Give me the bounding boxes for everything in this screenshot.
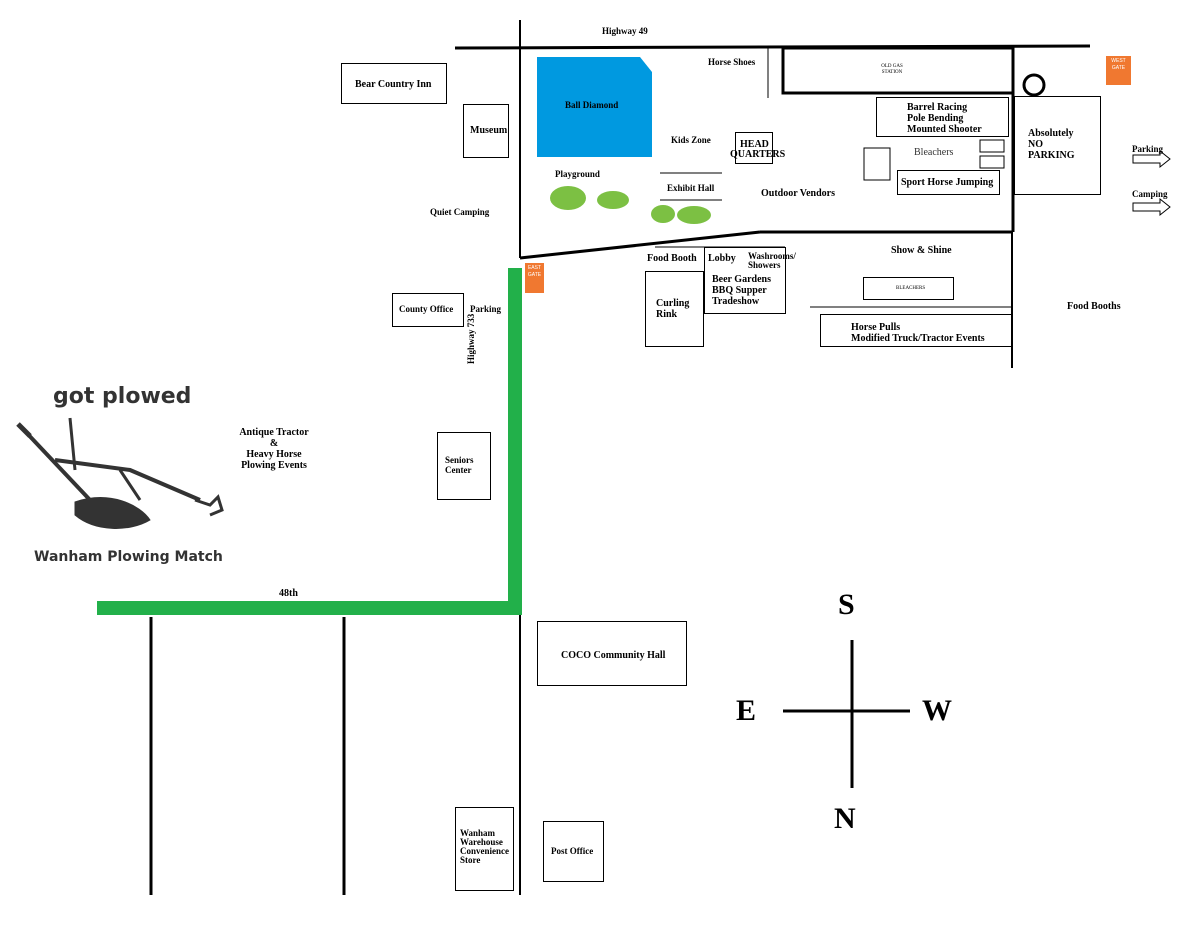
wanham-warehouse-box: Wanham Warehouse Convenience Store [455,807,514,891]
compass-top-letter: S [838,588,855,621]
old-gas-station-label: OLD GAS STATION [881,64,903,75]
county-office-box: County Office [392,293,464,327]
compass-right-letter: W [922,694,952,727]
compass-bottom-letter: N [834,802,856,835]
bleachers-small-label: BLEACHERS [896,286,926,291]
camping-arrow-icon [1132,197,1171,217]
east-gate: EAST GATE [525,263,544,293]
center-label: Center [445,465,472,475]
bleachers-box: BLEACHERS [863,277,954,300]
lobby-box: Lobby Washrooms/ Showers Beer Gardens BB… [704,247,796,314]
bleacher-stand-box [863,147,891,181]
warehouse-line-4: Store [460,855,481,865]
museum-box: Museum [463,104,509,158]
compass-left-letter: E [736,694,757,727]
coco-hall-label: COCO Community Hall [561,650,666,661]
camping-arrow-label: Camping [1132,189,1168,199]
modified-truck-label: Modified Truck/Tractor Events [851,333,985,344]
antique-tractor-line-1: Antique Tractor [239,427,309,438]
fairground-diagonal-road [519,230,761,260]
no-parking-line-2: NO [1028,139,1043,150]
plow-icon [16,417,224,529]
horse-pulls-label: Horse Pulls [851,322,901,333]
logo-title: got plowed [53,384,192,409]
warehouse-line-3: Convenience [460,846,509,856]
coco-hall-box: COCO Community Hall [537,621,687,686]
highway-49-road [454,44,1091,50]
tree-3 [651,205,675,223]
warehouse-line-1: Wanham [460,828,496,838]
pole-bending-label: Pole Bending [907,113,964,124]
logo-subtitle: Wanham Plowing Match [34,549,223,565]
no-parking-line-1: Absolutely [1028,128,1074,139]
highway-733-label: Highway 733 [466,313,476,364]
headquarters-line-2: QUARTERS [730,149,786,160]
headquarters-line-1: HEAD [740,139,769,150]
ball-diamond-shape [537,57,652,157]
ball-diamond-label: Ball Diamond [565,100,619,110]
rink-label: Rink [656,309,678,320]
barrel-racing-box: Barrel Racing Pole Bending Mounted Shoot… [876,97,1009,137]
curling-label: Curling [656,298,690,309]
curling-rink-box: Curling Rink [645,271,704,347]
antique-tractor-block: Antique Tractor & Heavy Horse Plowing Ev… [230,427,318,471]
small-box-1 [979,139,1005,153]
sport-horse-jumping-box: Sport Horse Jumping [897,170,1000,195]
tradeshow-label: Tradeshow [712,296,760,307]
parking-label: Parking [470,304,502,314]
green-route [97,268,522,615]
food-booths-label: Food Booths [1067,301,1121,312]
no-parking-box: Absolutely NO PARKING [1014,96,1101,195]
circle-marker [1022,73,1046,97]
headquarters-box: HEAD QUARTERS [730,132,785,164]
parking-arrow-icon [1132,149,1171,169]
small-box-2 [979,155,1005,169]
outdoor-vendors-label: Outdoor Vendors [761,188,836,199]
no-parking-line-3: PARKING [1028,150,1075,161]
food-booth-label: Food Booth [647,253,697,264]
bbq-supper-label: BBQ Supper [712,285,767,296]
sport-horse-jumping-label: Sport Horse Jumping [901,177,994,188]
museum-label: Museum [470,125,508,136]
playground-label: Playground [555,169,600,179]
washrooms-label: Washrooms/ [748,251,796,261]
warehouse-line-2: Warehouse [460,837,503,847]
kids-zone-label: Kids Zone [671,135,711,145]
street-48th-label: 48th [279,588,298,599]
seniors-label: Seniors [445,455,474,465]
highway-49-label: Highway 49 [602,26,648,36]
show-shine-label: Show & Shine [891,245,952,256]
barrel-racing-label: Barrel Racing [907,102,968,113]
antique-tractor-line-4: Plowing Events [241,460,307,471]
tree-4 [677,206,711,224]
parking-arrow-label: Parking [1132,144,1164,154]
horse-shoes-label: Horse Shoes [708,57,756,67]
bleachers-label: Bleachers [914,147,954,158]
old-gas-station-block [781,46,1015,95]
seniors-center-box: Seniors Center [437,432,491,500]
lobby-label: Lobby [708,253,736,264]
bear-country-inn-label: Bear Country Inn [355,79,432,90]
exhibit-hall-label: Exhibit Hall [667,183,715,193]
beer-gardens-label: Beer Gardens [712,274,771,285]
tree-1 [550,186,586,210]
horse-pulls-box: Horse Pulls Modified Truck/Tractor Event… [820,314,1012,347]
showers-label: Showers [748,260,781,270]
antique-tractor-line-3: Heavy Horse [246,449,302,460]
antique-tractor-line-2: & [269,438,279,449]
post-office-label: Post Office [551,846,594,856]
county-office-label: County Office [399,304,454,314]
bear-country-inn-box: Bear Country Inn [341,63,447,104]
post-office-box: Post Office [543,821,604,882]
tree-2 [597,191,629,209]
quiet-camping-label: Quiet Camping [430,207,490,217]
west-gate: WEST GATE [1106,56,1131,85]
mounted-shooter-label: Mounted Shooter [907,124,982,135]
